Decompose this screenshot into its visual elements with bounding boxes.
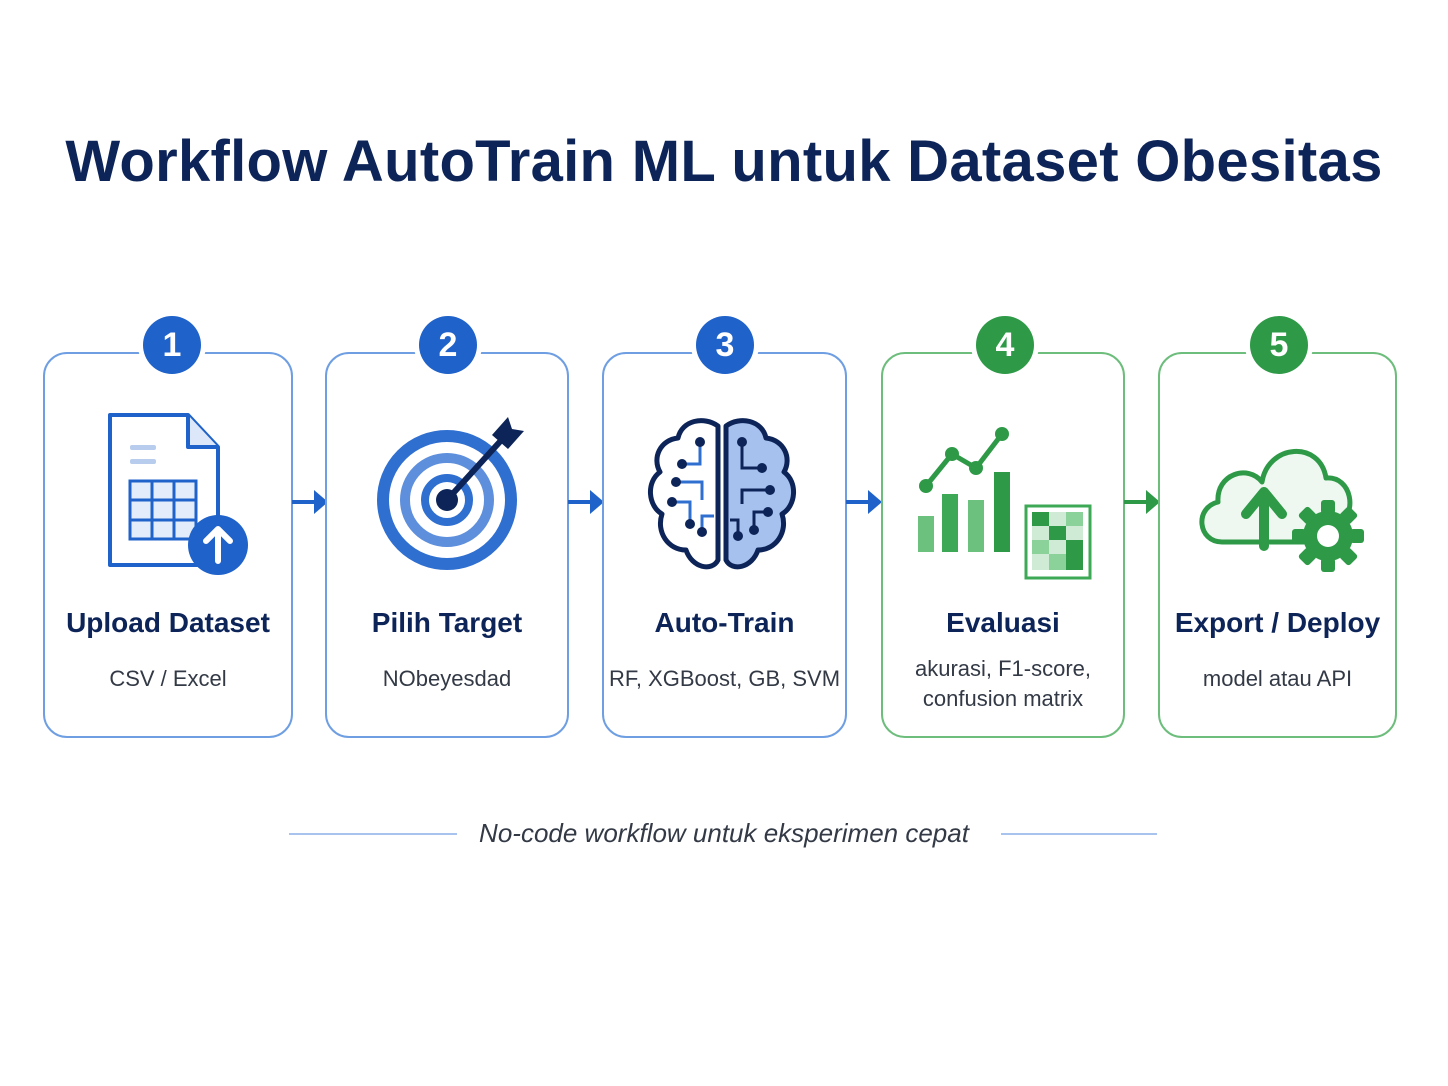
step-subtitle: NObeyesdad: [382, 666, 512, 691]
footer-divider-right: [1001, 833, 1157, 835]
file-upload-icon: [98, 405, 258, 590]
footer-divider-left: [289, 833, 457, 835]
cloud-gear-icon: [1192, 428, 1372, 583]
step-badge-3: 3: [696, 316, 754, 374]
arrow-right-icon: [566, 486, 608, 523]
step-badge-4: 4: [976, 316, 1034, 374]
step-title: Evaluasi: [946, 607, 1060, 638]
chart-matrix-icon: [910, 420, 1100, 590]
step-title: Auto-Train: [654, 607, 795, 638]
step-subtitle: CSV / Excel: [109, 666, 227, 691]
footer-caption: No-code workflow untuk eksperimen cepat: [479, 818, 969, 848]
step-badge-2: 2: [419, 316, 477, 374]
arrow-right-icon: [844, 486, 886, 523]
step-badge-1: 1: [143, 316, 201, 374]
step-subtitle: RF, XGBoost, GB, SVM: [608, 666, 841, 691]
arrow-right-icon: [1122, 486, 1164, 523]
target-icon: [370, 405, 530, 590]
arrow-right-icon: [290, 486, 332, 523]
step-subtitle: akurasi, F1-score, confusion matrix: [914, 656, 1092, 711]
step-title: Upload Dataset: [66, 607, 270, 638]
step-title: Pilih Target: [371, 607, 523, 638]
step-subtitle: model atau API: [1202, 666, 1353, 691]
step-badge-5: 5: [1250, 316, 1308, 374]
brain-circuit-icon: [642, 412, 802, 587]
step-title: Export / Deploy: [1174, 607, 1381, 638]
page-title: Workflow AutoTrain ML untuk Dataset Obes…: [65, 129, 1383, 194]
step-card-deploy: [1158, 352, 1397, 738]
